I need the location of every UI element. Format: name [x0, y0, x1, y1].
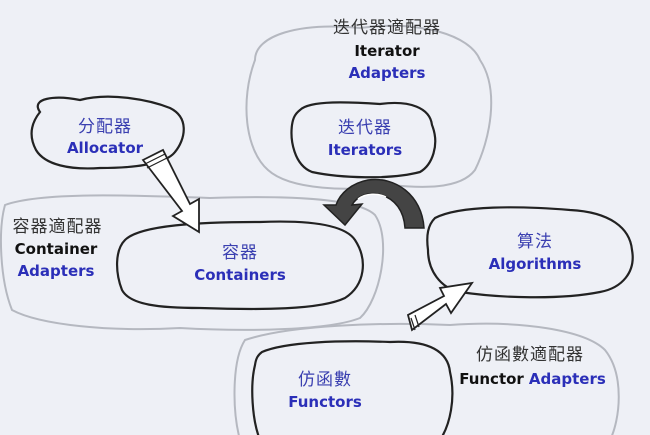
allocator-en: Allocator [66, 139, 144, 157]
functor-adapters-en-part2: Adapters [528, 370, 606, 388]
functor-adapters-zh: 仿函數適配器 [476, 345, 584, 365]
container-adapters-en-line1: Container [14, 240, 98, 258]
iterators-curved-arrow [322, 178, 425, 229]
allocator-to-containers-arrow [141, 148, 200, 234]
algorithms-en: Algorithms [488, 255, 582, 273]
functor-adapters-region [233, 322, 620, 435]
container-adapters-en-line2: Adapters [17, 262, 95, 280]
container-adapters-zh: 容器適配器 [12, 217, 103, 237]
iterators-en: Iterators [327, 141, 403, 159]
algorithms-to-functors-arrow [406, 281, 474, 332]
iterator-adapters-en-line2: Adapters [348, 64, 426, 82]
functor-adapters-en: Functor Adapters [450, 369, 615, 388]
functor-adapters-en-part1: Functor [459, 370, 524, 388]
algorithms-zh: 算法 [517, 232, 553, 252]
functors-en: Functors [288, 393, 362, 411]
functors-blob [251, 340, 454, 435]
container-adapters-region [0, 194, 385, 331]
iterator-adapters-zh: 迭代器適配器 [333, 18, 441, 38]
functors-zh: 仿函數 [298, 370, 352, 390]
allocator-blob [30, 95, 185, 170]
allocator-zh: 分配器 [78, 117, 132, 137]
containers-zh: 容器 [222, 243, 258, 263]
iterators-zh: 迭代器 [338, 118, 392, 138]
containers-en: Containers [194, 266, 286, 284]
iterator-adapters-en-line1: Iterator [354, 42, 420, 60]
containers-blob [116, 220, 364, 311]
iterator-adapters-region [245, 24, 493, 190]
algorithms-blob [426, 206, 634, 299]
iterators-blob [290, 101, 437, 179]
